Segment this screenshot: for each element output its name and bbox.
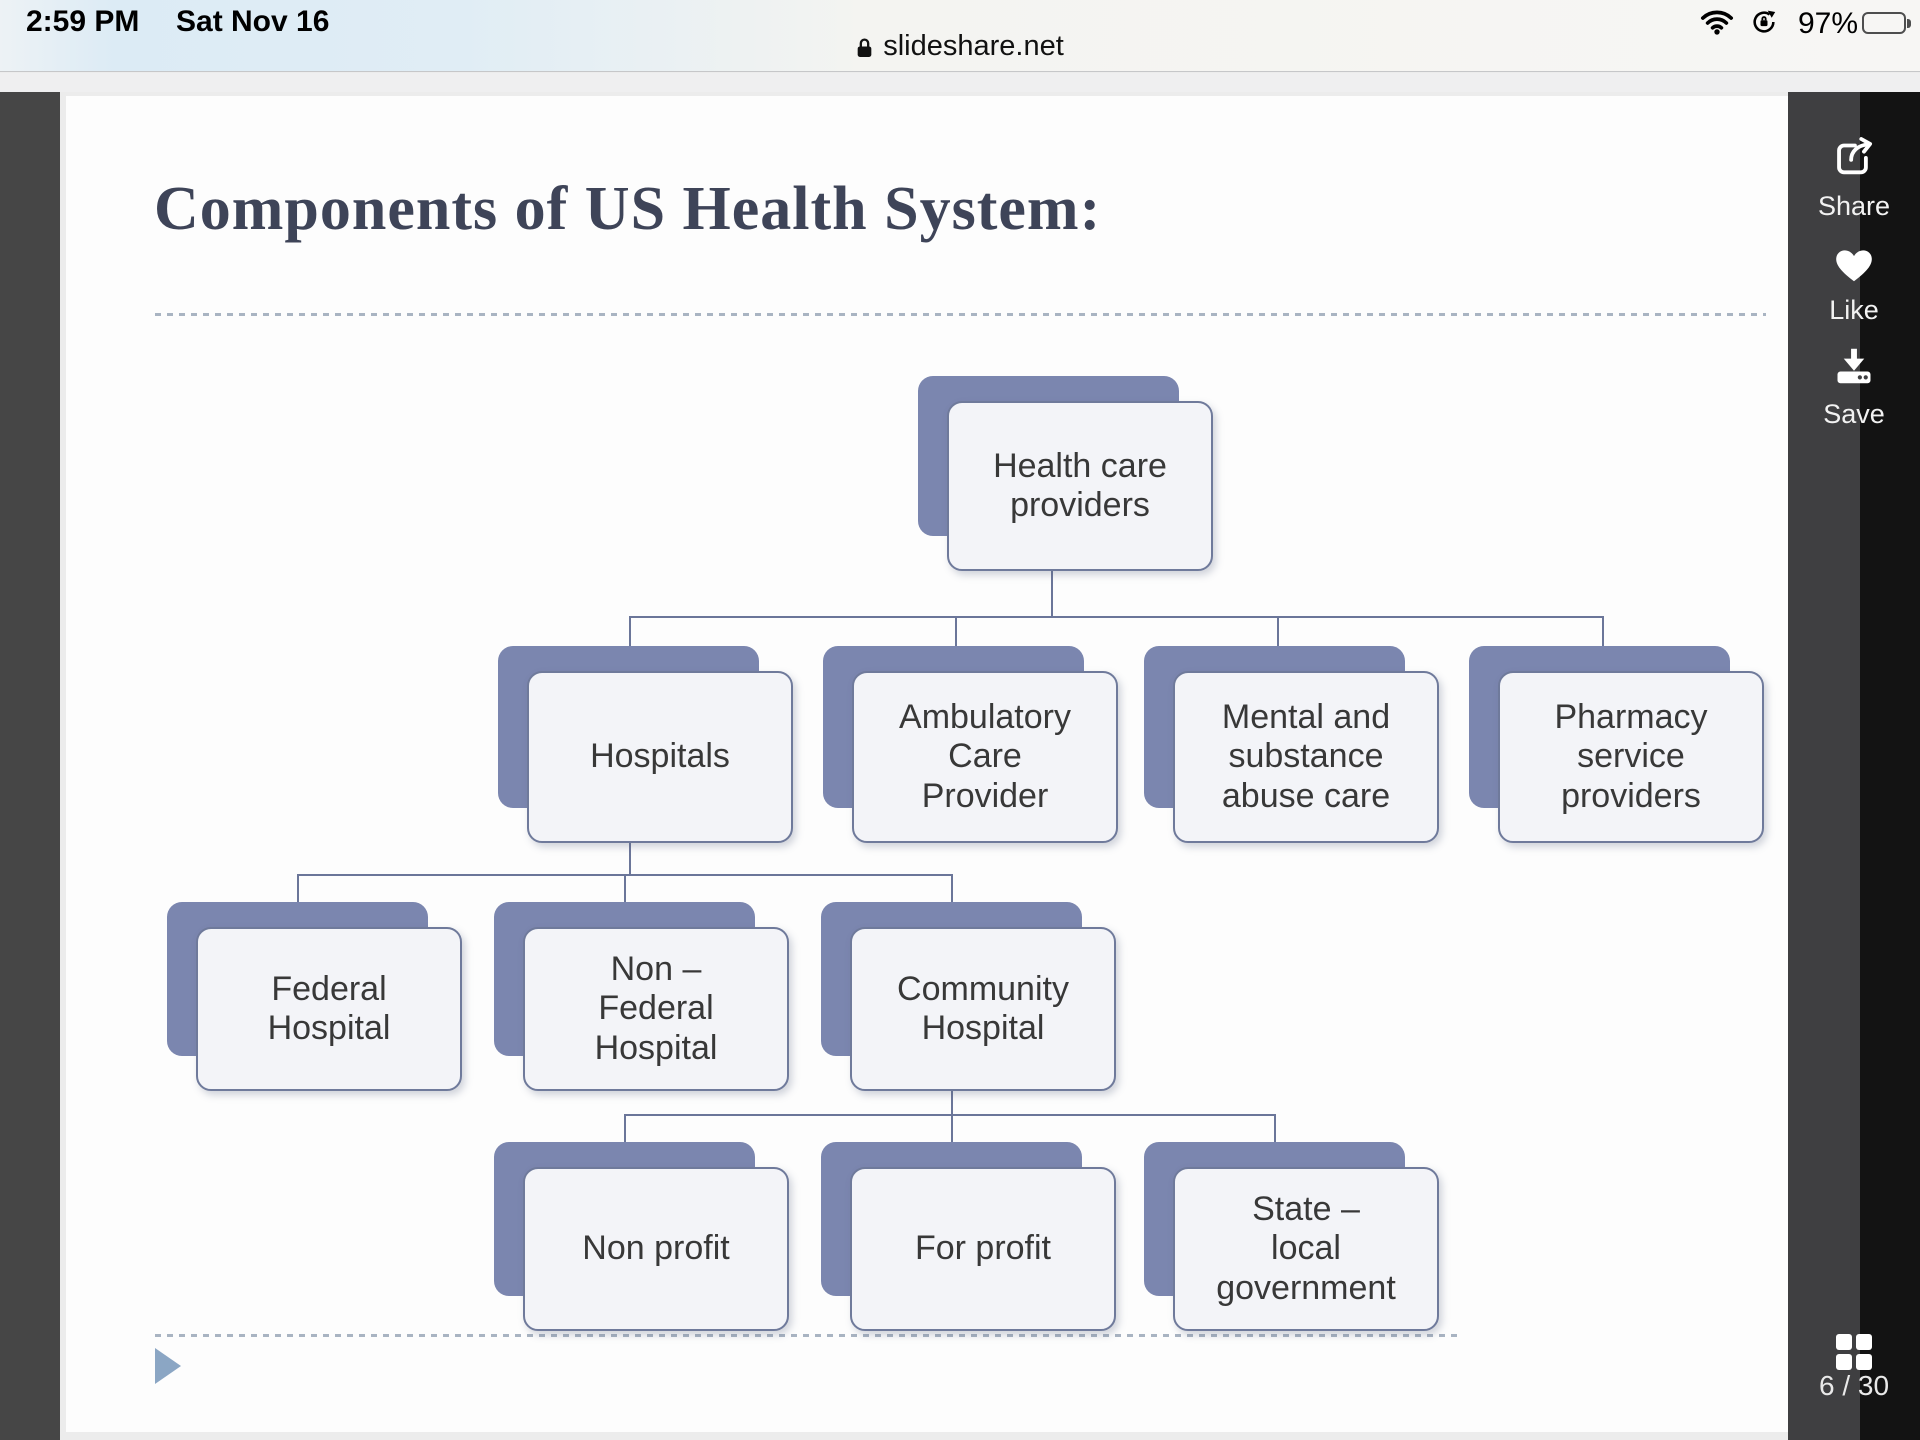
wifi-icon [1700,9,1734,40]
org-node-label: Non – Federal Hospital [594,949,718,1067]
title-underline-dashed [155,313,1766,316]
connector-line [1277,616,1279,671]
connector-line [1274,1114,1276,1167]
status-date: Sat Nov 16 [176,5,330,38]
player-left-chrome [0,92,60,1440]
player-right-chrome [1788,92,1860,1440]
status-time: 2:59 PM [26,5,140,38]
battery-percent: 97% [1797,7,1858,40]
org-node-for-profit: For profit [821,1142,1116,1331]
org-node-mental-substance-abuse-care: Mental and substance abuse care [1144,646,1439,843]
connector-line [624,1114,1276,1116]
connector-line [629,843,631,874]
page-top-gutter [0,73,1920,92]
org-node-label: Hospitals [590,737,730,776]
org-node-non-profit: Non profit [494,1142,789,1331]
share-button[interactable]: Share [1788,134,1920,222]
lock-icon [857,38,872,57]
page-indicator: 6 / 30 [1818,1370,1890,1401]
org-node-federal-hospital: Federal Hospital [167,902,462,1091]
connector-line [629,616,631,671]
org-node-pharmacy-service-providers: Pharmacy service providers [1469,646,1764,843]
org-node-label: Health care providers [993,446,1167,524]
page-content: Components of US Health System: [0,92,1920,1440]
slide-title: Components of US Health System: [154,175,1102,243]
org-node-label: Pharmacy service providers [1554,697,1708,815]
org-node-community-hospital: Community Hospital [821,902,1116,1091]
grid-icon [1836,1334,1872,1370]
like-label: Like [1829,295,1879,325]
connector-line [1051,571,1053,617]
player-right-chrome-dark [1860,92,1920,1440]
save-label: Save [1823,399,1885,429]
connector-line [951,1091,953,1114]
share-label: Share [1817,191,1891,221]
connector-line [624,1114,626,1167]
org-node-ambulatory-care-provider: Ambulatory Care Provider [823,646,1118,843]
org-node-label: Mental and substance abuse care [1221,697,1391,815]
footer-dashed-line [155,1334,1460,1337]
org-node-hospitals: Hospitals [498,646,793,843]
connector-line [955,616,957,671]
org-node-label: Non profit [582,1229,730,1268]
connector-line [629,616,1604,618]
browser-top-bar: 2:59 PM Sat Nov 16 slideshare.net [0,0,1920,72]
slide-arrow-decoration [155,1348,181,1384]
org-node-label: Ambulatory Care Provider [899,697,1071,815]
org-node-label: For profit [914,1229,1052,1268]
connector-line [951,1114,953,1167]
org-node-label: Community Hospital [897,969,1069,1047]
org-node-health-care-providers: Health care providers [918,376,1213,571]
org-node-non-federal-hospital: Non – Federal Hospital [494,902,789,1091]
connector-line [951,874,953,927]
org-node-label: Federal Hospital [267,969,391,1047]
save-icon [1837,348,1871,384]
share-icon [1837,137,1873,175]
rotation-lock-icon [1750,8,1778,41]
save-button[interactable]: Save [1788,344,1920,430]
connector-line [1602,616,1604,671]
connector-line [297,874,299,927]
connector-line [624,874,626,927]
grid-view-button[interactable] [1788,1334,1920,1370]
address-bar[interactable]: slideshare.net [0,30,1920,63]
like-button[interactable]: Like [1788,244,1920,326]
battery-icon [1862,12,1911,34]
slide-canvas[interactable]: Components of US Health System: [66,96,1788,1432]
org-node-state-local-government: State – local government [1144,1142,1439,1331]
org-node-label: State – local government [1216,1189,1396,1307]
address-text: slideshare.net [883,30,1064,62]
heart-icon [1836,250,1872,282]
